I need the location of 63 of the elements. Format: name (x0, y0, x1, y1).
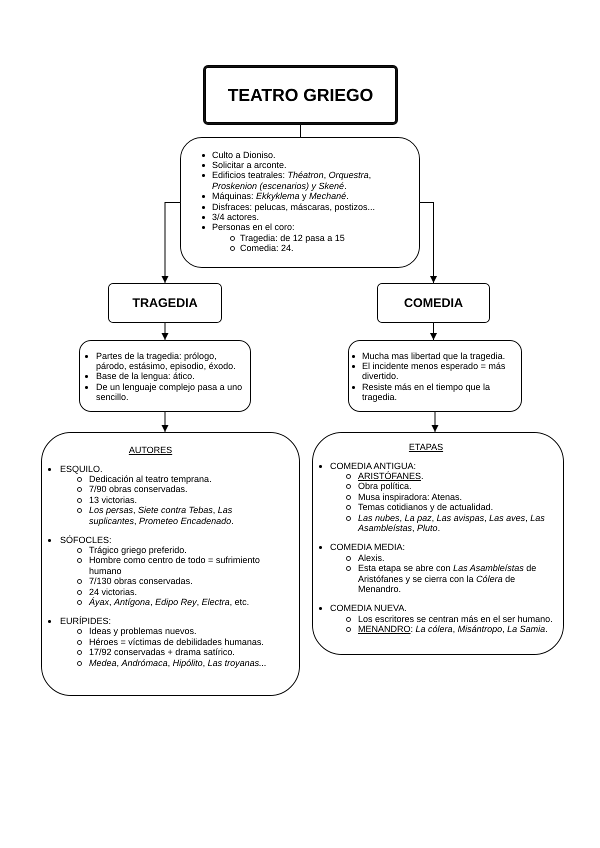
list-item: Solicitar a arconte. (212, 160, 288, 170)
list-item: Obra política. (358, 481, 413, 492)
list-item: Temas cotidianos y de actualidad. (358, 502, 494, 513)
list-item: Hombre como centro de todo = sufrimiento humano (89, 555, 261, 576)
list-item: COMEDIA NUEVA. (330, 603, 408, 614)
list-item: Los persas, Siete contra Tebas, Las suplicantes, Prometeo Encadenado. (89, 505, 235, 526)
arrow (162, 322, 168, 340)
list-item: ARISTÓFANES. (358, 470, 425, 482)
title-text: TEATRO GRIEGO (228, 85, 374, 105)
list-item: Partes de la tragedia: prólogo, párodo, estásimo, episodio, éxodo. (96, 350, 237, 372)
list-item: El incidente menos esperado = más divertido. (362, 360, 506, 382)
list-item: Tragedia: de 12 pasa a 15 (240, 232, 346, 244)
rounded-card (79, 340, 251, 412)
rounded-card (180, 137, 420, 268)
arrow (430, 322, 437, 340)
list-item: 24 victorias. (89, 586, 138, 597)
list-item: ESQUILO. (60, 464, 104, 474)
list-item: 17/92 conservadas + drama satírico. (89, 647, 236, 658)
list-item: Las nubes, La paz, Las avispas, Las aves, Las Asambleístas, Pluto. (358, 512, 546, 534)
list-item: Resiste más en el tiempo que la tragedia. (362, 382, 492, 403)
arrow (420, 202, 437, 284)
category-label: COMEDIA (404, 296, 464, 310)
list-item: Héroes = víctimas de debilidades humanas. (89, 636, 265, 648)
section-heading: ETAPAS (408, 442, 444, 452)
list-item: MENANDRO: La cólera, Misántropo, La Samia. (358, 624, 549, 635)
rounded-card (348, 340, 522, 412)
arrow (432, 412, 438, 432)
category-label: TRAGEDIA (132, 296, 198, 310)
list-item: Musa inspiradora: Atenas. (358, 492, 464, 502)
rounded-card (312, 432, 564, 655)
list-item: Comedia: 24. (240, 243, 295, 254)
list-item: 3/4 actores. (212, 212, 260, 222)
list-item: COMEDIA MEDIA: (330, 542, 406, 553)
connector-line (300, 124, 301, 138)
title-box (203, 65, 398, 125)
list-item: Alexis. (358, 552, 386, 564)
list-item: De un lenguaje complejo pasa a uno sencillo. (96, 382, 244, 403)
list-item: SÓFOCLES: (60, 534, 113, 545)
list-item: Trágico griego preferido. (89, 544, 188, 556)
category-box (377, 283, 490, 323)
list-item: Áyax, Antígona, Edipo Rey, Electra, etc. (89, 596, 250, 608)
list-item: Culto a Dioniso. (212, 150, 277, 160)
category-box (108, 283, 222, 323)
list-item: Ideas y problemas nuevos. (89, 626, 198, 637)
list-item: Medea, Andrómaca, Hipólito, Las troyanas... (89, 658, 268, 668)
list-item: Esta etapa se abre con Las Asambleístas de Aristófanes y se cierra con la Cólera de Menandro. (358, 563, 538, 594)
list-item: 13 victorias. (89, 494, 138, 506)
list-item: Mucha mas libertad que la tragedia. (362, 350, 506, 361)
list-item: EURÍPIDES: (60, 616, 112, 626)
list-item: Los escritores se centran más en el ser humano. (358, 614, 554, 624)
arrow (162, 412, 168, 432)
list-item: Disfraces: pelucas, máscaras, postizos... (212, 202, 376, 212)
list-item: Máquinas: Ekkyklema y Mechané. (212, 191, 350, 202)
list-item: Base de la lengua: ático. (96, 371, 196, 382)
list-item: Personas en el coro: (212, 222, 296, 233)
rounded-card (41, 432, 300, 696)
list-item: Dedicación al teatro temprana. (89, 474, 213, 484)
arrow (162, 202, 180, 284)
list-item: 7/90 obras conservadas. (89, 484, 189, 495)
section-heading: AUTORES (128, 444, 172, 454)
list-item: Edificios teatrales: Théatron, Orquestra, Proskenion (escenarios) y Skené. (212, 170, 372, 192)
list-item: COMEDIA ANTIGUA: (330, 460, 418, 471)
list-item: 7/130 obras conservadas. (89, 576, 194, 587)
